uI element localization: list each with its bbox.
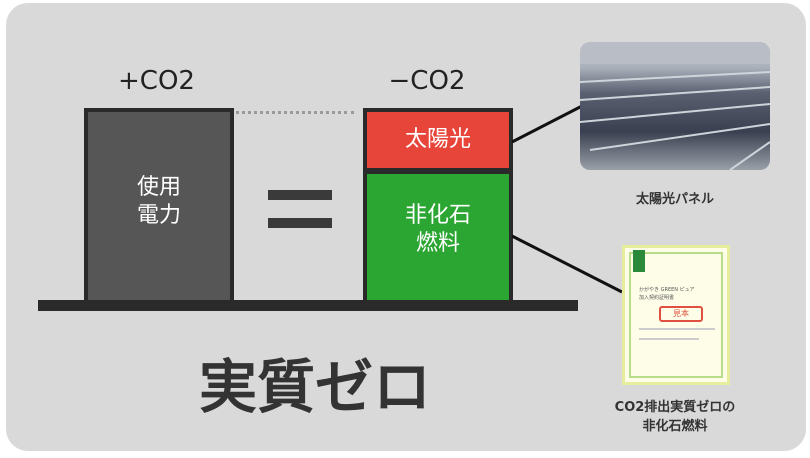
fuel-text-2: 燃料 (415, 230, 460, 256)
solar-photo-caption: 太陽光パネル (635, 192, 714, 207)
solar-connector (511, 104, 583, 144)
offset-box: 太陽光 非化石 燃料 (363, 108, 513, 304)
fuel-connector (511, 234, 623, 294)
solar-panel-photo (580, 42, 770, 170)
solar-block: 太陽光 (367, 112, 509, 168)
plus-co2-label: +CO2 (118, 66, 195, 96)
dotted-level-line (229, 111, 354, 114)
power-usage-text-2: 電力 (136, 202, 181, 228)
ribbon-icon (633, 250, 645, 272)
certificate-caption-line-2: 非化石燃料 (642, 419, 708, 434)
certificate-caption-line-1: CO2排出実質ゼロの (614, 400, 736, 415)
certificate-caption: CO2排出実質ゼロの 非化石燃料 (590, 398, 760, 436)
certificate-image: かがやき GREEN ピュア 加入契約証明書 見本 (622, 245, 730, 385)
certificate-subheading: 加入契約証明書 (639, 295, 675, 301)
certificate-heading: かがやき GREEN ピュア (639, 287, 695, 293)
fuel-text-1: 非化石 (404, 203, 471, 228)
non-fossil-fuel-block: 非化石 燃料 (367, 174, 509, 300)
power-usage-text-1: 使用 (136, 175, 181, 200)
sample-stamp: 見本 (659, 306, 703, 322)
minus-co2-label: −CO2 (388, 66, 466, 96)
solar-panel-rows (580, 42, 770, 170)
power-usage-box: 使用 電力 (84, 108, 234, 304)
equals-bar-bottom (268, 218, 332, 228)
ground-line (38, 300, 578, 311)
net-zero-title: 実質ゼロ (198, 353, 431, 421)
equals-bar-top (268, 190, 332, 200)
